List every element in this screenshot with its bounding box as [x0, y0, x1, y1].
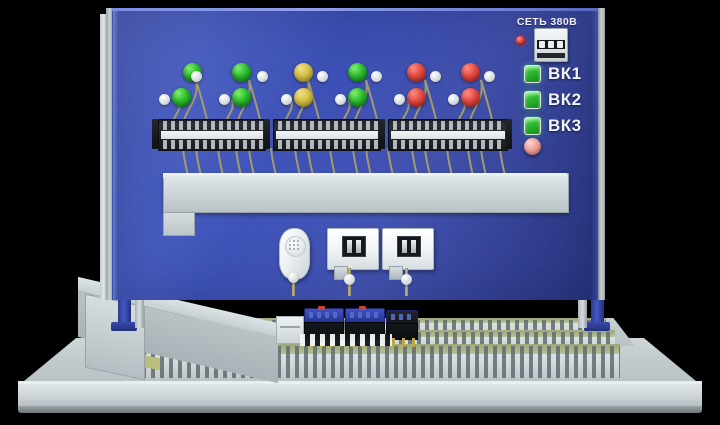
device-box-1[interactable] — [327, 228, 379, 280]
panel-bevel-left — [113, 8, 118, 300]
mains-indicator-led — [516, 36, 525, 45]
bk2-label: ВК2 — [548, 90, 582, 109]
device-conduit-stub — [389, 266, 403, 280]
panel-cable-duct — [163, 173, 569, 213]
terminal-post — [335, 94, 346, 105]
panel-frame-left — [106, 8, 113, 300]
indicator-lamp[interactable] — [294, 88, 313, 107]
base-plate-edge — [18, 381, 702, 385]
indicator-lamp[interactable] — [172, 88, 191, 107]
indicator-lamp[interactable] — [348, 63, 367, 82]
device-display-icon — [342, 236, 366, 257]
terminal-end-bracket — [506, 119, 512, 149]
panel-cable-duct-lid — [163, 173, 567, 178]
status-indicator-bk2[interactable]: ВК2 — [524, 90, 582, 110]
indicator-lamp[interactable] — [461, 88, 480, 107]
terminal-post — [448, 94, 459, 105]
terminal-post — [484, 71, 495, 82]
indicator-lamp[interactable] — [348, 88, 367, 107]
detector-grill-icon — [288, 239, 301, 252]
terminal-post — [191, 71, 202, 82]
bk2-lamp-icon — [524, 91, 541, 109]
leg-foot-right — [584, 322, 610, 331]
panel-top-highlight — [112, 8, 599, 11]
indicator-lamp[interactable] — [232, 63, 251, 82]
terminal-post — [281, 94, 292, 105]
module-terminal-row — [300, 334, 392, 346]
mains-label: СЕТЬ 380В — [516, 16, 578, 28]
device-1-lead-tip — [344, 274, 355, 285]
detector-lead — [292, 272, 295, 296]
detector-lead-tip — [288, 272, 299, 283]
status-indicator-bk1[interactable]: ВК1 — [524, 64, 582, 84]
terminal-post — [257, 71, 268, 82]
device-display-icon — [397, 236, 421, 257]
reset-button[interactable] — [524, 138, 541, 155]
panel-bevel-right — [590, 8, 598, 300]
device-2-lead-tip — [401, 274, 412, 285]
bk3-label: ВК3 — [548, 116, 582, 135]
bk3-lamp-icon — [524, 117, 541, 135]
status-indicator-bk3[interactable]: ВК3 — [524, 116, 582, 136]
motion-detector[interactable] — [279, 228, 310, 280]
bk1-lamp-icon — [524, 65, 541, 83]
bk1-label: ВК1 — [548, 64, 582, 83]
terminal-post — [159, 94, 170, 105]
base-plate-front — [18, 384, 702, 406]
indicator-lamp[interactable] — [407, 63, 426, 82]
indicator-lamp[interactable] — [294, 63, 313, 82]
white-module[interactable] — [276, 316, 304, 344]
terminal-post — [317, 71, 328, 82]
terminal-end-bracket — [152, 119, 158, 149]
panel-frame-right — [598, 8, 605, 300]
contactor-module[interactable] — [386, 310, 418, 347]
terminal-block-strip[interactable] — [388, 119, 508, 151]
base-plate-shadow — [18, 406, 702, 413]
terminal-post — [394, 94, 405, 105]
terminal-post — [219, 94, 230, 105]
device-box-2[interactable] — [382, 228, 434, 280]
terminal-end-bracket — [379, 119, 385, 149]
indicator-lamp[interactable] — [461, 63, 480, 82]
leg-foot-left — [111, 322, 137, 331]
terminal-block-strip[interactable] — [158, 119, 266, 151]
panel-frame-outer-left — [100, 14, 107, 300]
terminal-post — [371, 71, 382, 82]
terminal-end-bracket — [264, 119, 270, 149]
panel-duct-end-tab — [163, 212, 195, 236]
terminal-block-strip[interactable] — [273, 119, 381, 151]
three-pole-circuit-breaker[interactable] — [534, 28, 568, 62]
terminal-post — [430, 71, 441, 82]
indicator-lamp[interactable] — [232, 88, 251, 107]
indicator-lamp[interactable] — [407, 88, 426, 107]
